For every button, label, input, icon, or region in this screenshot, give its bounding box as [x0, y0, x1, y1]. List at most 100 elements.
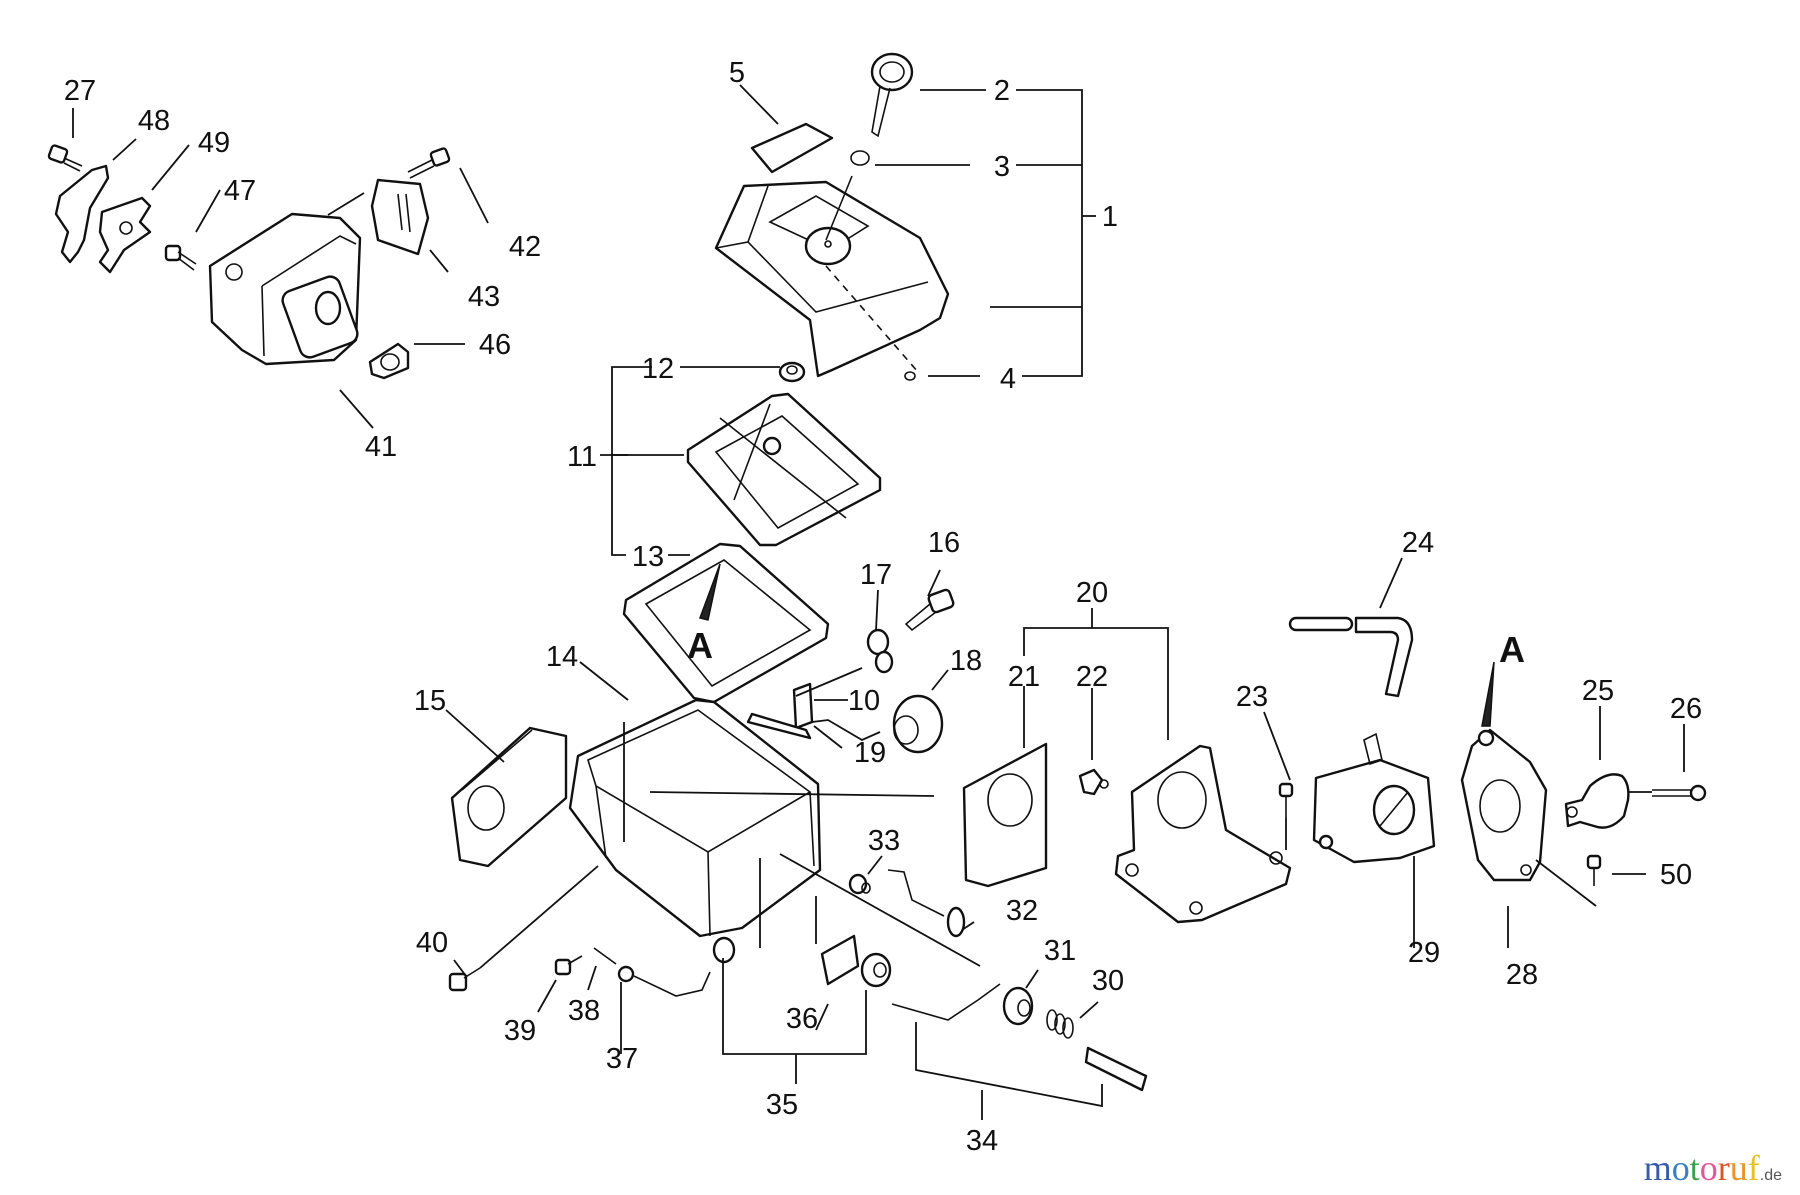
callout-41: 41	[365, 431, 397, 463]
part-37-wire	[617, 965, 711, 997]
callout-20: 20	[1076, 577, 1108, 609]
watermark-letter: m	[1643, 1148, 1672, 1188]
watermark-letter: o	[1671, 1148, 1690, 1188]
part-27-bolt	[47, 144, 83, 172]
callout-22: 22	[1076, 661, 1108, 693]
callout-16: 16	[928, 527, 960, 559]
part-14-box	[568, 698, 935, 938]
callout-39: 39	[504, 1015, 536, 1047]
part-34-rod	[891, 983, 1148, 1092]
callout-21: 21	[1008, 661, 1040, 693]
part-24-hose	[1288, 616, 1414, 698]
part-47-bolt	[164, 244, 197, 271]
callout-13: 13	[632, 541, 664, 573]
watermark-logo: motoruf.de	[1644, 1147, 1782, 1189]
callout-36: 36	[786, 1003, 818, 1035]
part-41-muffler	[208, 212, 362, 366]
callout-48: 48	[138, 105, 170, 137]
part-11-filter	[686, 392, 882, 547]
reference-a-right: A	[1499, 629, 1525, 670]
callout-24: 24	[1402, 527, 1434, 559]
part-17-cap	[866, 628, 894, 674]
part-33-bushing	[848, 873, 871, 895]
callout-28: 28	[1506, 959, 1538, 991]
callout-42: 42	[509, 231, 541, 263]
callout-2: 2	[994, 75, 1010, 107]
part-23-bolt	[1278, 782, 1294, 818]
reference-arrow-a2	[1481, 661, 1495, 727]
callout-30: 30	[1092, 965, 1124, 997]
callout-26: 26	[1670, 693, 1702, 725]
callout-11: 11	[567, 441, 597, 473]
part-19-bar	[746, 712, 812, 740]
part-15-plate	[450, 726, 568, 868]
part-21-gasket	[962, 742, 1048, 888]
callout-40: 40	[416, 927, 448, 959]
part-32-lever	[887, 869, 966, 938]
part-20-manifold	[1114, 744, 1292, 924]
carburetor-group: A	[1288, 557, 1707, 948]
callout-46: 46	[479, 329, 511, 361]
callout-17: 17	[860, 559, 892, 591]
callout-1: 1	[1102, 201, 1118, 233]
callout-12: 12	[642, 353, 674, 385]
part-48-bracket	[54, 164, 110, 264]
callout-49: 49	[198, 127, 230, 159]
callout-5: 5	[729, 57, 745, 89]
part-42-bolt	[407, 147, 451, 179]
part-28-insulator	[1460, 728, 1548, 882]
part-13-gasket	[622, 542, 830, 704]
part-36-plate	[820, 934, 860, 986]
callout-25: 25	[1582, 675, 1614, 707]
reference-arrow-a1	[699, 563, 721, 621]
callout-31: 31	[1044, 935, 1076, 967]
part-40-bolt	[448, 967, 481, 992]
callout-50: 50	[1660, 859, 1692, 891]
callout-32: 32	[1006, 895, 1038, 927]
part-29-carburetor	[1312, 732, 1436, 864]
callout-27: 27	[64, 75, 96, 107]
part-26-bolt	[1652, 784, 1707, 802]
part-3-oring	[850, 150, 870, 166]
reference-a-top: A	[687, 625, 713, 666]
callout-33: 33	[868, 825, 900, 857]
part-35-switch	[712, 936, 892, 988]
callout-38: 38	[568, 995, 600, 1027]
watermark-letter: u	[1729, 1148, 1748, 1188]
watermark-suffix: .de	[1759, 1167, 1782, 1184]
carburetor-box-group	[445, 569, 1294, 1120]
callout-14: 14	[546, 641, 578, 673]
air-filter-group: A	[600, 361, 882, 704]
tank-cover-group	[714, 52, 1096, 381]
callout-labels: 27 48 49 47 42 43 46 41 5 2 3 1 4 12 11 …	[64, 57, 1702, 1157]
part-1-cover	[714, 175, 950, 381]
callout-34: 34	[966, 1125, 998, 1157]
part-2-knob	[870, 52, 914, 138]
callout-19: 19	[854, 737, 886, 769]
watermark-letter: o	[1699, 1148, 1718, 1188]
part-22-nipple	[1078, 768, 1109, 796]
part-12-grommet	[778, 361, 806, 383]
callout-4: 4	[1000, 363, 1016, 395]
part-46-gasket	[368, 342, 410, 380]
part-5-label	[750, 122, 834, 174]
part-39-screw	[554, 955, 583, 976]
part-49-plate	[98, 196, 152, 274]
part-50-bolt	[1586, 854, 1602, 886]
callout-23: 23	[1236, 681, 1268, 713]
callout-3: 3	[994, 151, 1010, 183]
part-31-nut	[1002, 986, 1034, 1026]
part-16-screw	[904, 588, 955, 632]
part-18-pump	[892, 694, 944, 754]
callout-37: 37	[606, 1043, 638, 1075]
part-25-cover	[1564, 773, 1630, 829]
callout-15: 15	[414, 685, 446, 717]
callout-43: 43	[468, 281, 500, 313]
part-30-spring	[1046, 1009, 1074, 1039]
watermark-letter: f	[1747, 1148, 1760, 1188]
callout-29: 29	[1408, 937, 1440, 969]
callout-35: 35	[766, 1089, 798, 1121]
muffler-group	[47, 108, 489, 429]
part-38-terminal	[593, 947, 617, 965]
